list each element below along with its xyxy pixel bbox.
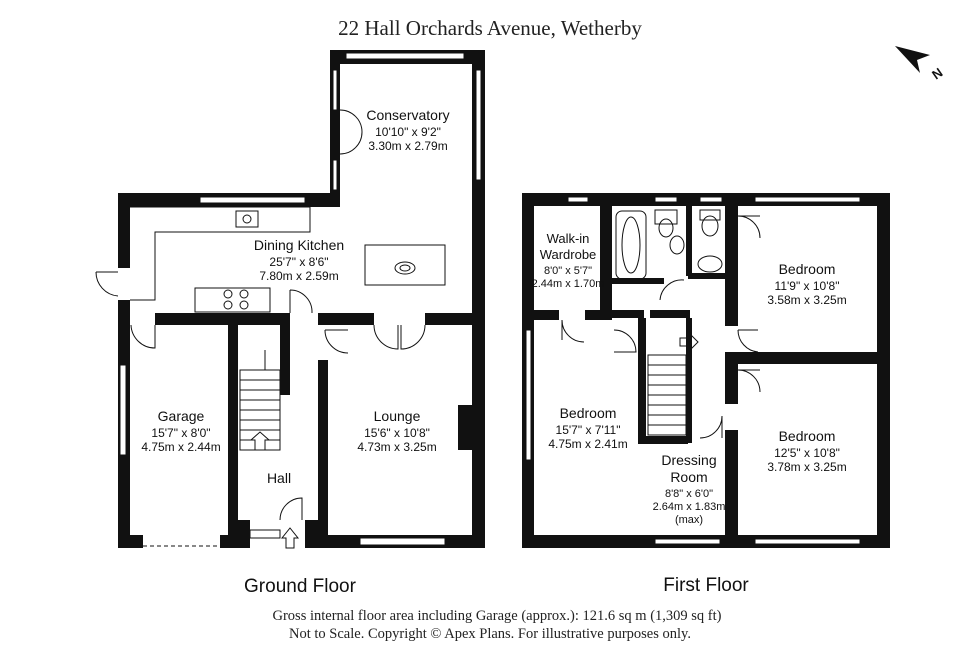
first-floor-label: First Floor xyxy=(663,575,749,596)
room-lounge: Lounge 15'6" x 10'8" 4.73m x 3.25m xyxy=(357,408,436,454)
page-title: 22 Hall Orchards Avenue, Wetherby xyxy=(338,16,642,40)
room-bedroom-1: Bedroom 11'9" x 10'8" 3.58m x 3.25m xyxy=(767,261,846,307)
room-name-line1: Dressing xyxy=(661,452,716,468)
compass-icon: N xyxy=(895,46,945,82)
room-dims-metric: 3.58m x 3.25m xyxy=(767,293,846,307)
room-name: Hall xyxy=(267,470,291,486)
room-dims-note: (max) xyxy=(675,514,703,526)
room-name: Bedroom xyxy=(560,405,617,421)
room-dims-metric: 4.75m x 2.44m xyxy=(141,440,220,454)
room-hall: Hall xyxy=(267,470,291,486)
ground-floor-label: Ground Floor xyxy=(244,576,357,597)
room-dims-metric: 2.64m x 1.83m xyxy=(653,501,726,513)
room-dressing-room: Dressing Room 8'8" x 6'0" 2.64m x 1.83m … xyxy=(653,452,726,526)
room-dims-imperial: 8'8" x 6'0" xyxy=(665,488,713,500)
room-name: Bedroom xyxy=(779,261,836,277)
room-dims-imperial: 15'6" x 10'8" xyxy=(364,426,430,440)
room-dims-metric: 4.75m x 2.41m xyxy=(548,437,627,451)
room-name-line2: Room xyxy=(670,469,707,485)
room-dining-kitchen: Dining Kitchen 25'7" x 8'6" 7.80m x 2.59… xyxy=(254,237,344,283)
room-dims-metric: 7.80m x 2.59m xyxy=(259,269,338,283)
room-conservatory: Conservatory 10'10" x 9'2" 3.30m x 2.79m xyxy=(366,107,449,153)
room-name: Lounge xyxy=(374,408,421,424)
first-floor-plan xyxy=(522,193,890,548)
room-dims-imperial: 11'9" x 10'8" xyxy=(775,279,840,293)
ground-floor-plan xyxy=(95,50,485,549)
room-dims-metric: 4.73m x 3.25m xyxy=(357,440,436,454)
room-dims-metric: 3.30m x 2.79m xyxy=(368,139,447,153)
room-name: Garage xyxy=(158,408,205,424)
room-dims-metric: 3.78m x 3.25m xyxy=(767,460,846,474)
room-dims-imperial: 25'7" x 8'6" xyxy=(269,255,328,269)
room-dims-imperial: 15'7" x 7'11" xyxy=(556,423,621,437)
room-name-line2: Wardrobe xyxy=(540,247,597,262)
room-dims-imperial: 8'0" x 5'7" xyxy=(544,265,592,277)
room-name: Bedroom xyxy=(779,428,836,444)
room-dims-metric: 2.44m x 1.70m xyxy=(532,278,605,290)
room-name: Conservatory xyxy=(366,107,449,123)
room-walk-in-wardrobe: Walk-in Wardrobe 8'0" x 5'7" 2.44m x 1.7… xyxy=(532,231,605,290)
room-dims-imperial: 15'7" x 8'0" xyxy=(151,426,210,440)
room-dims-imperial: 10'10" x 9'2" xyxy=(375,125,441,139)
floor-area-note: Gross internal floor area including Gara… xyxy=(273,608,722,624)
room-bedroom-2: Bedroom 15'7" x 7'11" 4.75m x 2.41m xyxy=(548,405,627,451)
room-bedroom-3: Bedroom 12'5" x 10'8" 3.78m x 3.25m xyxy=(767,428,846,474)
room-name: Dining Kitchen xyxy=(254,237,344,253)
room-name-line1: Walk-in xyxy=(547,231,590,246)
room-dims-imperial: 12'5" x 10'8" xyxy=(774,446,840,460)
compass-letter: N xyxy=(929,65,945,83)
room-garage: Garage 15'7" x 8'0" 4.75m x 2.44m xyxy=(141,408,220,454)
copyright-note: Not to Scale. Copyright © Apex Plans. Fo… xyxy=(289,626,691,642)
